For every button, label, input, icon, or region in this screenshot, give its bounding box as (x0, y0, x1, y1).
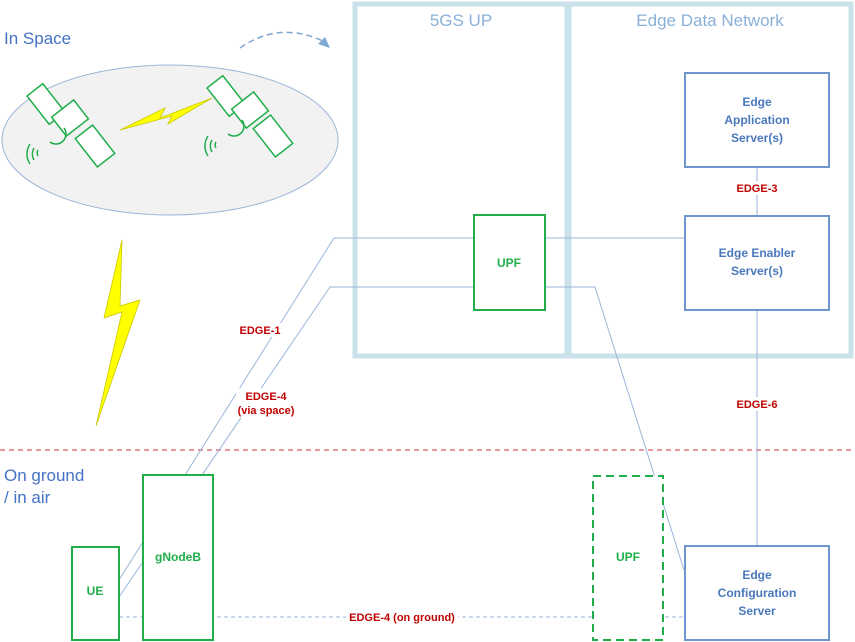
edge-4-space-label-1: EDGE-4 (246, 391, 288, 403)
edge-4-space-label-bg (236, 388, 300, 418)
edge-data-network-region (566, 1, 854, 359)
edge-6-label: EDGE-6 (737, 399, 778, 411)
edge-1-label-bg (236, 323, 284, 337)
orbit-arrow (239, 31, 326, 49)
5gs-up-title: 5GS UP (430, 11, 492, 30)
edge-3-label-bg (733, 181, 781, 195)
ue-box (71, 546, 120, 641)
edge-application-server-box (684, 72, 830, 168)
edge-1-label: EDGE-1 (240, 325, 281, 337)
orbit-arrow-head (318, 37, 330, 48)
edge-enabler-server-box (684, 215, 830, 311)
gnodeb-label: gNodeB (155, 550, 201, 564)
edge-data-network-title: Edge Data Network (636, 11, 784, 30)
on-ground-label-line2: / in air (4, 488, 51, 507)
satellite-right-icon (204, 74, 294, 159)
edge-4-ground-label-bg (346, 610, 458, 624)
gnodeb-box (142, 474, 214, 641)
edge-configuration-server-box (684, 545, 830, 641)
edge-6-label-bg (733, 397, 781, 411)
ees-label-1: Edge Enabler (719, 246, 796, 260)
on-ground-label-line1: On ground (4, 466, 84, 485)
upf-ground-label: UPF (616, 550, 640, 564)
ees-label-2: Server(s) (731, 264, 783, 278)
ecs-label-3: Server (738, 604, 776, 618)
upf-ground-box (592, 475, 664, 641)
edge-3-label: EDGE-3 (737, 183, 778, 195)
satellite-left-icon (25, 82, 116, 169)
ecs-label-2: Configuration (718, 586, 797, 600)
edge-4-space-line (118, 286, 685, 598)
edge-1-line (118, 237, 684, 581)
eas-label-1: Edge (742, 95, 772, 109)
eas-label-3: Server(s) (731, 131, 783, 145)
edge-4-ground-label: EDGE-4 (on ground) (349, 612, 455, 624)
ue-label: UE (87, 584, 104, 598)
in-space-label: In Space (4, 29, 71, 48)
edge-4-space-label-2: (via space) (238, 405, 295, 417)
ecs-label-1: Edge (742, 568, 772, 582)
upf-space-label: UPF (497, 256, 521, 270)
eas-label-2: Application (724, 113, 789, 127)
space-ground-lightning (95, 239, 141, 427)
upf-space-box (473, 214, 546, 311)
inter-satellite-lightning (119, 97, 213, 131)
